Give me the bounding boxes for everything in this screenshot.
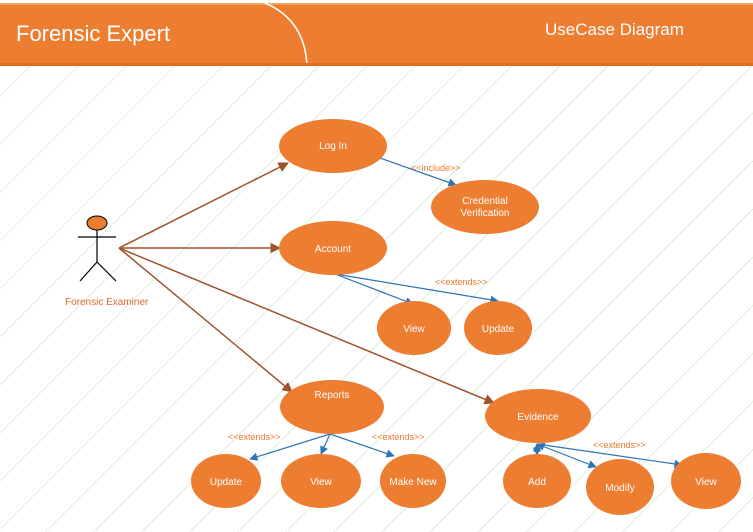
assoc-reports-arrow [118,247,293,393]
usecase-credential-line2: Verification [461,208,510,219]
usecase-credential-line1: Credential [462,196,508,207]
reports-update-arrow [249,433,331,461]
actor-label: Forensic Examiner [65,297,149,308]
relations [249,157,683,469]
usecase-reports-update-label: Update [210,477,243,488]
usecase-account-update-label: Update [482,324,515,335]
reports-view-arrow [320,433,331,455]
reports-extends-left-label: <<extends>> [228,432,281,442]
reports-make-new-arrow [329,433,395,458]
usecase-evidence-add[interactable]: Add [503,454,571,508]
include-arrow [379,157,457,187]
account-extends-label: <<extends>> [435,277,488,287]
usecase-evidence-view-label: View [695,477,717,488]
stereotype-labels: <<include>> <<extends>> <<extends>> <<ex… [228,163,646,450]
header-band [0,0,753,67]
usecase-evidence-add-label: Add [528,477,546,488]
usecase-account-view[interactable]: View [377,301,451,355]
actor-forensic-examiner[interactable]: Forensic Examiner [65,215,149,308]
usecase-reports-view-label: View [310,477,332,488]
usecase-evidence-label: Evidence [517,412,559,423]
usecase-reports-make-new[interactable]: Make New [380,454,446,508]
associations [118,162,495,405]
evidence-extends-label: <<extends>> [593,440,646,450]
usecase-evidence-modify[interactable]: Modify [586,459,654,515]
usecase-account-view-label: View [403,324,425,335]
include-label: <<include>> [411,163,461,173]
usecase-evidence[interactable]: Evidence [485,389,591,443]
reports-extends-right-label: <<extends>> [372,432,425,442]
header-curve [264,2,308,67]
usecase-login[interactable]: Log In [279,119,387,173]
usecase-reports[interactable]: Reports [280,380,384,434]
usecase-reports-update[interactable]: Update [191,454,261,508]
usecase-reports-make-new-label: Make New [389,477,437,488]
usecase-account-update[interactable]: Update [464,301,532,355]
header-subtitle: UseCase Diagram [545,20,684,39]
actor-head [86,215,108,231]
account-view-arrow [334,273,414,306]
account-update-arrow [334,273,499,304]
assoc-login-arrow [118,162,289,249]
usecase-credential-verification[interactable]: Credential Verification [431,180,539,234]
usecase-account[interactable]: Account [279,221,387,275]
evidence-modify-arrow [536,442,597,469]
header-title: Forensic Expert [16,21,171,46]
usecase-evidence-view[interactable]: View [671,453,741,509]
usecase-reports-view[interactable]: View [281,454,361,508]
usecase-login-label: Log In [319,141,347,152]
usecase-reports-label: Reports [314,390,349,401]
assoc-evidence-arrow [118,247,495,405]
usecase-evidence-modify-label: Modify [605,483,634,494]
usecase-account-label: Account [315,244,351,255]
evidence-view-arrow [536,443,683,469]
